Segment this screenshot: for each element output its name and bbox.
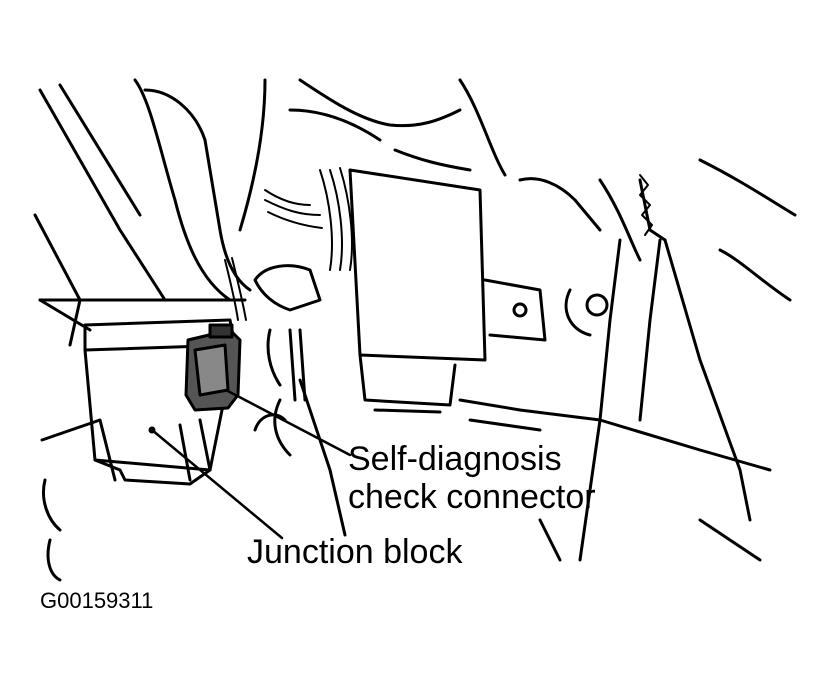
check-connector-label-line2: check connector	[348, 478, 596, 516]
dash-trim-left	[33, 83, 167, 482]
junction-block-label: Junction block	[247, 533, 463, 571]
steering-column-cover	[133, 78, 507, 302]
pedal-bracket	[518, 158, 797, 562]
pedal-spring	[639, 174, 653, 236]
wire-harness	[224, 167, 353, 321]
check-connector-label: Self-diagnosis check connector	[348, 440, 596, 516]
check-connector	[184, 323, 242, 412]
figure-id-label: G00159311	[40, 588, 154, 613]
harness-connectors	[253, 264, 322, 457]
leader-lines	[150, 388, 352, 540]
check-connector-label-line1: Self-diagnosis	[348, 440, 562, 478]
floor-lines	[38, 298, 772, 582]
control-module	[348, 168, 547, 414]
